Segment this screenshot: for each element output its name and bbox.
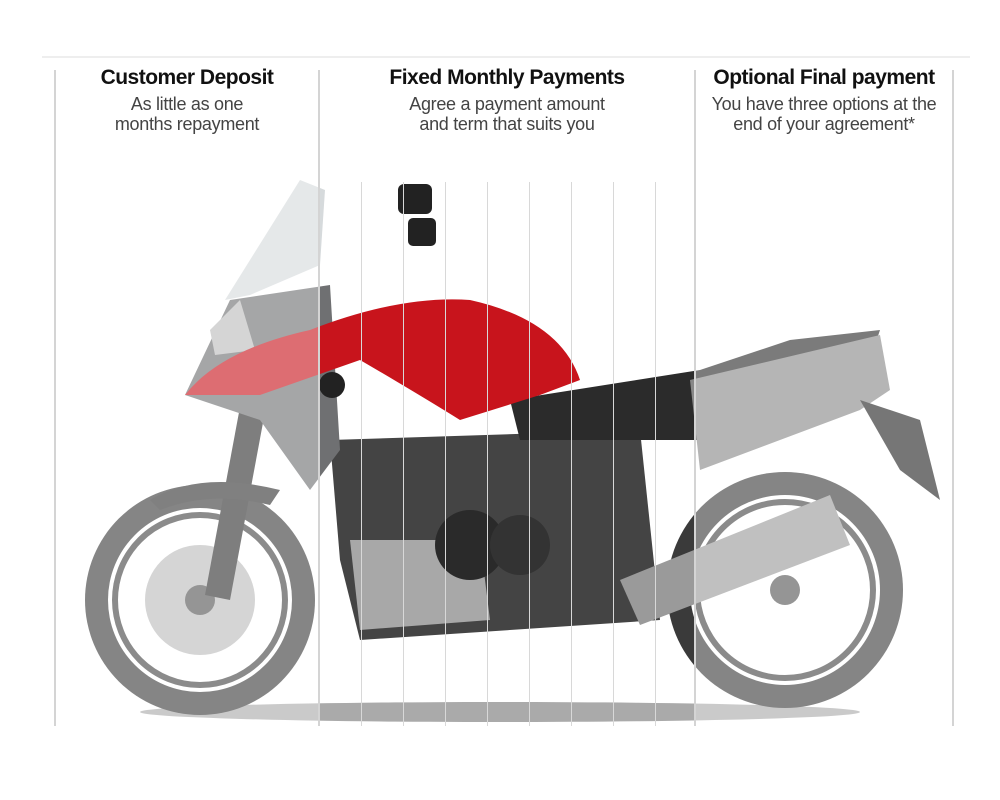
- column-fixed-monthly-payments: Fixed Monthly Payments Agree a payment a…: [320, 66, 694, 134]
- column-text: months repayment: [114, 114, 260, 134]
- month-divider: [445, 182, 446, 726]
- month-divider: [529, 182, 530, 726]
- column-optional-final-payment: Optional Final payment You have three op…: [696, 66, 952, 134]
- month-divider: [487, 182, 488, 726]
- column-divider: [694, 70, 696, 726]
- column-divider: [54, 70, 56, 726]
- month-divider: [403, 182, 404, 726]
- month-divider: [613, 182, 614, 726]
- column-title: Optional Final payment: [713, 66, 935, 89]
- column-text: and term that suits you: [419, 114, 595, 134]
- month-divider: [655, 182, 656, 726]
- column-text: end of your agreement*: [733, 114, 915, 134]
- month-divider: [361, 182, 362, 726]
- column-title: Fixed Monthly Payments: [389, 66, 625, 89]
- month-divider: [571, 182, 572, 726]
- top-divider: [42, 56, 970, 58]
- column-text: You have three options at the: [711, 94, 937, 114]
- column-title: Customer Deposit: [100, 66, 274, 89]
- column-divider: [952, 70, 954, 726]
- column-text: As little as one: [130, 94, 244, 114]
- column-text: Agree a payment amount: [409, 94, 605, 114]
- column-divider: [318, 70, 320, 726]
